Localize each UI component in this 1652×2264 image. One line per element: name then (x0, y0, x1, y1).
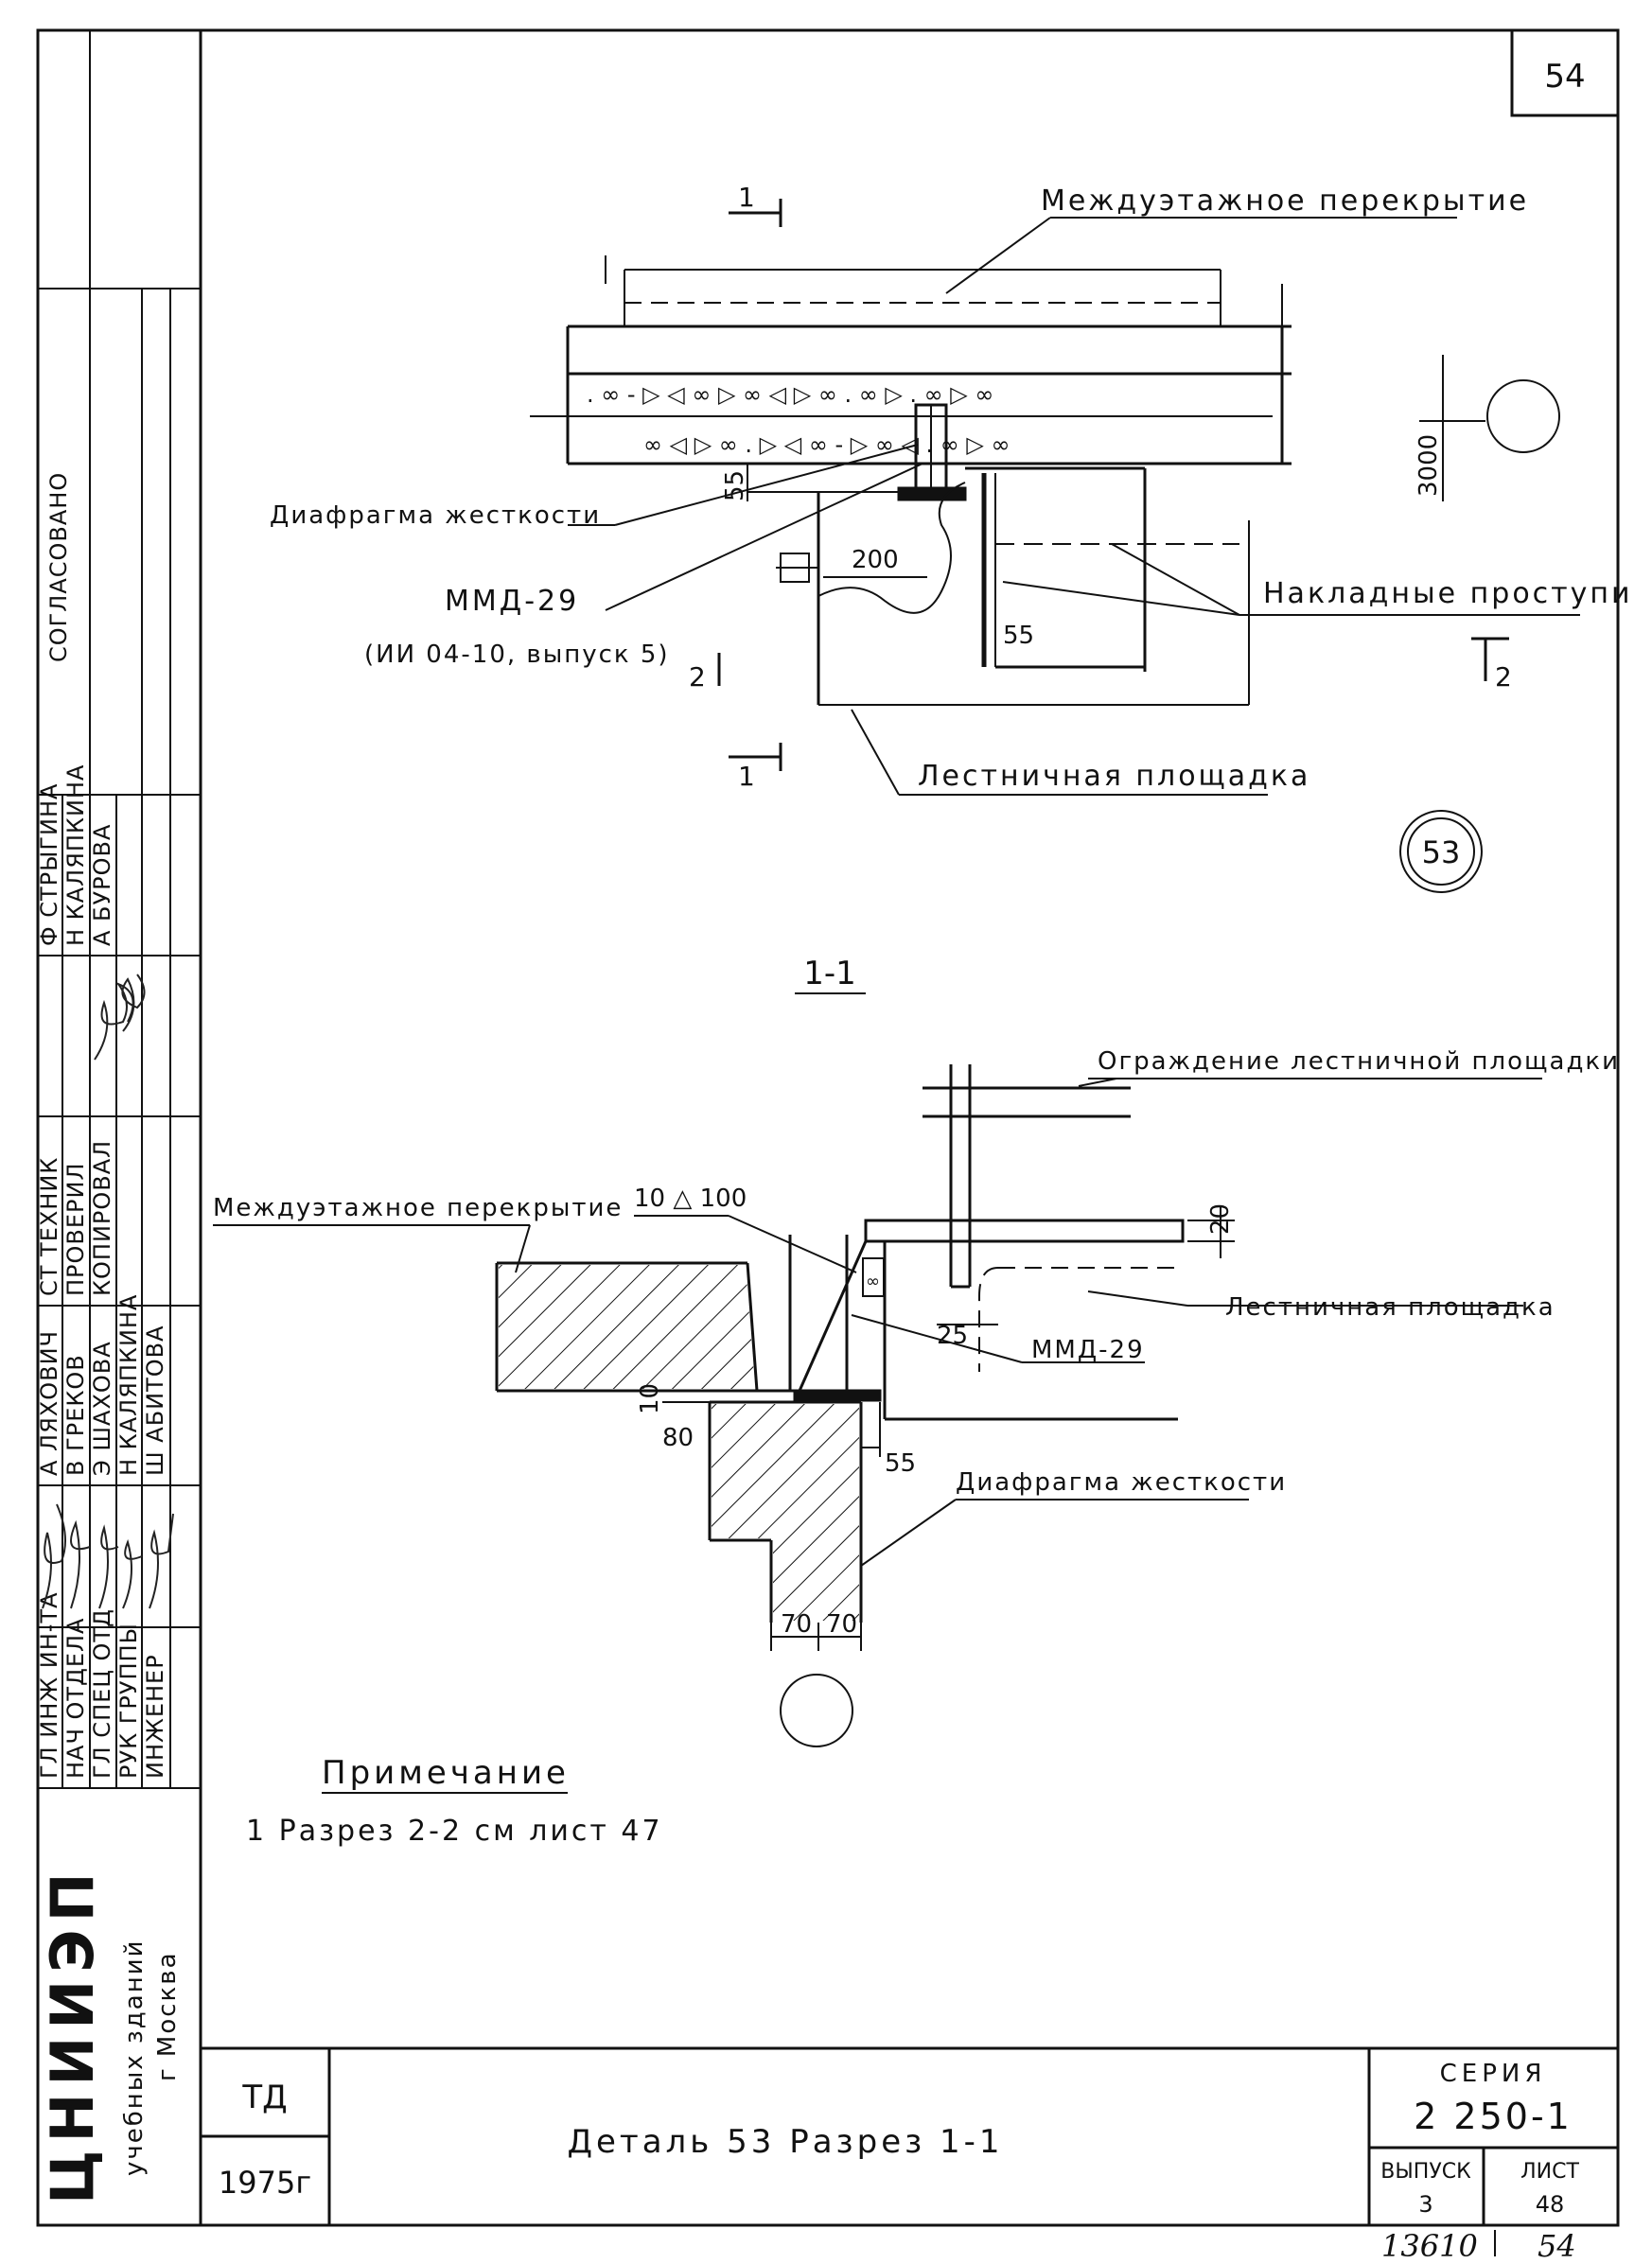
issue-label: ВЫПУСК (1380, 2160, 1471, 2184)
cut-2-right: 2 (1495, 661, 1512, 693)
signature-column-4: ГЛ ИНЖ ИН-ТА НАЧ ОТДЕЛА ГЛ СПЕЦ ОТД РУК … (36, 1591, 168, 1779)
section-mmd-label: ММД-29 (1031, 1336, 1145, 1364)
dim-25: 25 (937, 1322, 968, 1350)
detail-mark-53: 53 (1422, 834, 1461, 870)
name-kalyapkina-2: Н КАЛЯПКИНА (115, 1294, 142, 1476)
dim-70-left: 70 (781, 1610, 812, 1639)
dim-20: 20 (1206, 1203, 1235, 1235)
dim-80: 80 (662, 1424, 694, 1452)
section-labels: 1-1 Ограждение лестничной площадки Между… (213, 955, 1620, 1639)
role-group-lead: РУК ГРУППЫ (115, 1623, 142, 1779)
issue-value: 3 (1418, 2191, 1432, 2218)
role-engineer: ИНЖЕНЕР (142, 1654, 168, 1779)
org-name: ЦНИИЭП (38, 1865, 107, 2204)
dim-3000: 3000 (1415, 434, 1443, 497)
left-approval-strip (38, 30, 201, 1789)
top-detail-drawing (530, 199, 1580, 893)
signature-column-2: СТ ТЕХНИК ПРОВЕРИЛ КОПИРОВАЛ (36, 1140, 115, 1296)
top-floor-label: Междуэтажное перекрытие (1041, 184, 1529, 218)
name-burova: А БУРОВА (89, 824, 115, 946)
page-number: 54 (1544, 58, 1585, 96)
dim-55-right: 55 (1003, 622, 1034, 650)
role-chief-spec: ГЛ СПЕЦ ОТД (89, 1608, 115, 1779)
doc-year: 1975г (219, 2165, 311, 2201)
org-city: г Москва (153, 1951, 182, 2081)
doc-title: Деталь 53 Разрез 1-1 (567, 2123, 1003, 2161)
section-railing-label: Ограждение лестничной площадки (1098, 1047, 1620, 1076)
agreed-block: СОГЛАСОВАНО (45, 472, 72, 662)
series-value: 2 250-1 (1414, 2096, 1573, 2137)
dim-70-right: 70 (826, 1610, 857, 1639)
top-diaphragm-label: Диафрагма жесткости (270, 501, 601, 530)
page-number-box: 54 (1510, 28, 1620, 117)
title-block-frame (201, 2046, 1618, 2225)
top-landing-label: Лестничная площадка (918, 760, 1310, 793)
role-copied: КОПИРОВАЛ (89, 1140, 115, 1296)
role-checked: ПРОВЕРИЛ (62, 1162, 89, 1296)
dim-200: 200 (852, 546, 899, 574)
dim-55: 55 (885, 1449, 916, 1478)
top-treads-label: Накладные проступи (1263, 577, 1633, 610)
section-1-1-drawing (213, 992, 1542, 1747)
note-block: Примечание 1 Разрез 2-2 см лист 47 (246, 1754, 663, 1848)
role-head-dept: НАЧ ОТДЕЛА (62, 1618, 89, 1779)
section-landing-label: Лестничная площадка (1225, 1293, 1555, 1322)
svg-text:∞: ∞ (866, 1272, 880, 1291)
svg-text:. ∞ - ▷ ◁ ∞ ▷ ∞ ◁ ▷ ∞ . ∞ ▷ .: . ∞ - ▷ ◁ ∞ ▷ ∞ ◁ ▷ ∞ . ∞ ▷ . ∞ ▷ ∞ (587, 381, 993, 408)
note-heading: Примечание (322, 1754, 570, 1792)
sheet-label: ЛИСТ (1520, 2160, 1579, 2184)
title-block: ТД 1975г Деталь 53 Разрез 1-1 СЕРИЯ 2 25… (219, 2060, 1580, 2218)
name-shakhova: Э ШАХОВА (89, 1341, 115, 1476)
name-kalyapkina-1: Н КАЛЯПКИНА (62, 764, 89, 946)
archive-number: 13610 (1381, 2228, 1478, 2264)
section-diaphragm-label: Диафрагма жесткости (956, 1468, 1287, 1497)
section-floor-label: Междуэтажное перекрытие (213, 1194, 623, 1222)
name-abitova: Ш АБИТОВА (142, 1325, 168, 1476)
top-mmd-label: ММД-29 (445, 585, 579, 618)
top-detail-labels: Междуэтажное перекрытие Диафрагма жестко… (270, 182, 1633, 870)
sheet-frame (36, 28, 1620, 2227)
archive-sheet: 54 (1538, 2228, 1576, 2264)
doc-code: ТД (241, 2079, 287, 2116)
organization-block: ЦНИИЭП учебных зданий г Москва (38, 1865, 182, 2204)
section-weld-label: 10 △ 100 (634, 1185, 747, 1213)
dim-10: 10 (636, 1383, 664, 1414)
signature-column-3: А ЛЯХОВИЧ В ГРЕКОВ Э ШАХОВА Н КАЛЯПКИНА … (36, 1294, 168, 1476)
section-hatching (499, 1265, 859, 1621)
section-title: 1-1 (803, 955, 856, 992)
signature-column-1: Ф СТРЫГИНА Н КАЛЯПКИНА А БУРОВА (36, 764, 115, 946)
dim-55-top: 55 (721, 470, 749, 501)
svg-text:∞ ◁ ▷ ∞ . ▷ ◁ ∞ - ▷ ∞ ◁ . ∞ ▷: ∞ ◁ ▷ ∞ . ▷ ◁ ∞ - ▷ ∞ ◁ . ∞ ▷ ∞ (643, 431, 1011, 458)
top-mmd-ref: (ИИ 04-10, выпуск 5) (364, 641, 670, 669)
cut-1-top: 1 (738, 182, 755, 213)
org-sub: учебных зданий (120, 1939, 149, 2177)
handwritten-signatures (42, 974, 174, 1609)
name-grekov: В ГРЕКОВ (62, 1354, 89, 1476)
agreed-label: СОГЛАСОВАНО (45, 472, 72, 662)
weld-mark: ∞ (862, 1257, 885, 1297)
role-chief-engineer: ГЛ ИНЖ ИН-ТА (36, 1591, 62, 1779)
sheet-value: 48 (1536, 2191, 1565, 2218)
cut-1-bottom: 1 (738, 761, 755, 792)
role-tech: СТ ТЕХНИК (36, 1157, 62, 1296)
note-text: 1 Разрез 2-2 см лист 47 (246, 1815, 663, 1848)
cut-2-left: 2 (689, 661, 706, 693)
series-label: СЕРИЯ (1440, 2060, 1547, 2088)
name-lyakhovich: А ЛЯХОВИЧ (36, 1330, 62, 1476)
name-strygina: Ф СТРЫГИНА (36, 783, 62, 946)
slab-aggregate-marks: . ∞ - ▷ ◁ ∞ ▷ ∞ ◁ ▷ ∞ . ∞ ▷ . ∞ ▷ ∞ ∞ ◁ … (587, 381, 1011, 458)
